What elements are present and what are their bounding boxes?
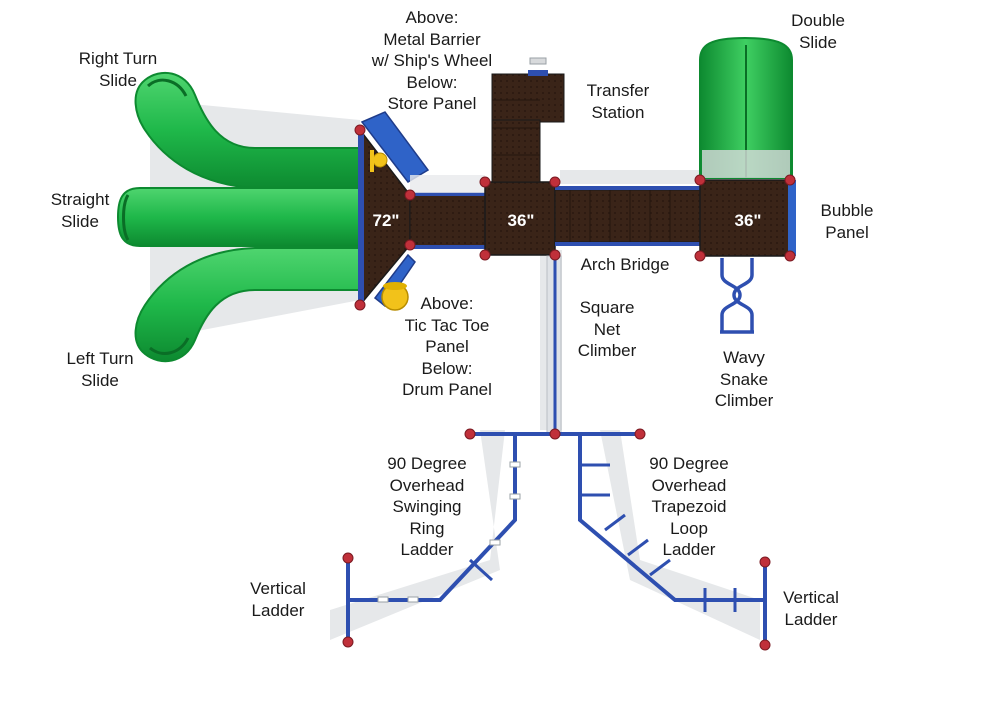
double-slide xyxy=(699,36,793,179)
deck-height-36-right: 36" xyxy=(735,211,762,230)
overhead-ladders xyxy=(346,432,767,645)
metal-barrier-panel xyxy=(360,111,430,183)
ladder-rungs xyxy=(468,463,737,612)
deck-height-72: 72" xyxy=(373,211,400,230)
tic-tac-toe-panel xyxy=(373,253,416,311)
transfer-station xyxy=(491,57,565,183)
arch-bridge xyxy=(554,186,701,246)
left-turn-slide xyxy=(134,247,361,363)
walkway-left xyxy=(409,175,486,249)
square-net-climber xyxy=(546,255,562,435)
deck-height-36-middle: 36" xyxy=(508,211,535,230)
deck-36-right xyxy=(699,179,796,257)
wavy-snake-climber xyxy=(720,258,754,334)
right-turn-slide xyxy=(134,72,361,189)
support-posts xyxy=(342,124,796,651)
straight-slide xyxy=(116,187,361,247)
ring-handles xyxy=(377,461,521,603)
label-arch-bridge: Arch Bridge xyxy=(580,255,670,274)
